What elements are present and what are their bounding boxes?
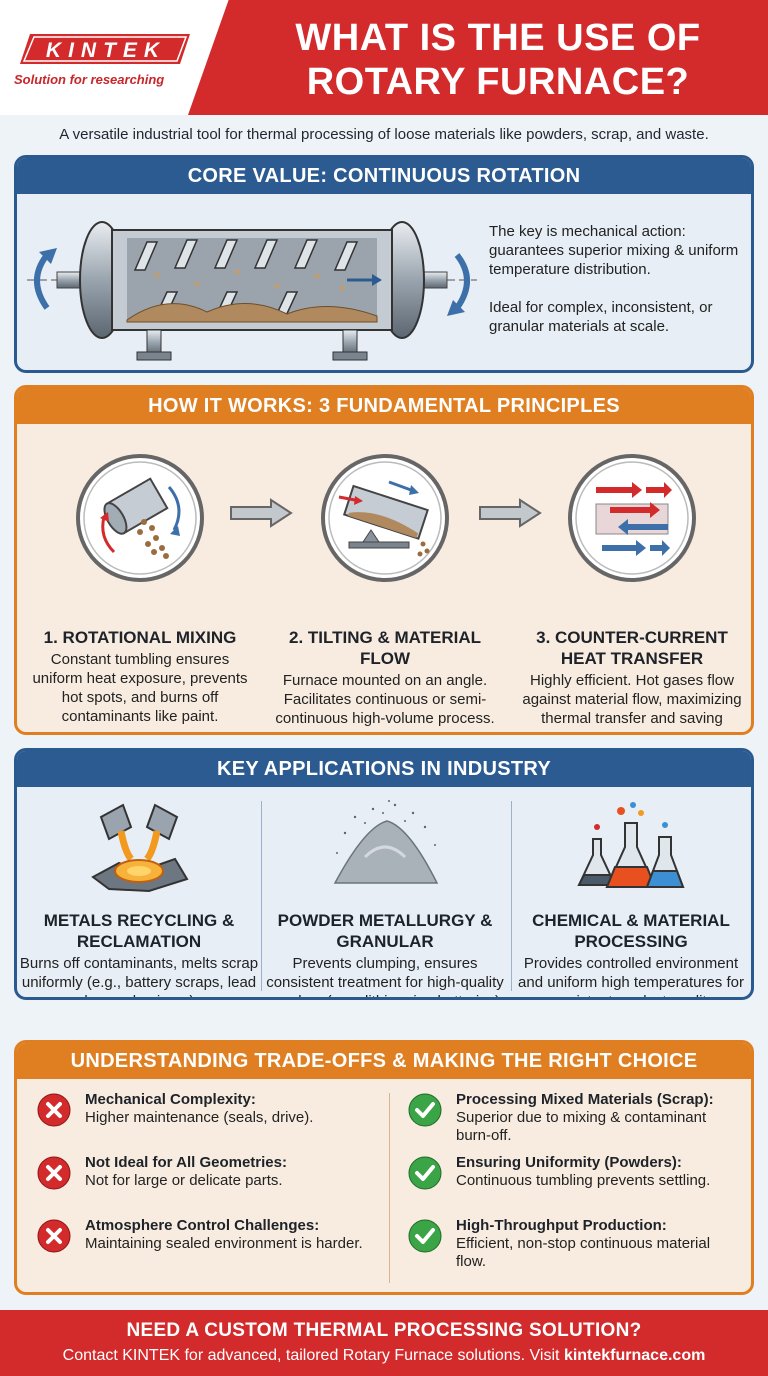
divider (261, 801, 262, 991)
con-item: Mechanical Complexity: Higher maintenanc… (29, 1091, 369, 1154)
app-title: CHEMICAL & MATERIAL PROCESSING (532, 911, 730, 951)
check-icon (408, 1156, 442, 1190)
step-tilting-material-flow: 2. TILTING & MATERIAL FLOW Furnace mount… (270, 428, 500, 728)
step-title: 1. ROTATIONAL MIXING (43, 628, 237, 647)
page-title: WHAT IS THE USE OF ROTARY FURNACE? (295, 17, 701, 103)
con-text: Not for large or delicate parts. (85, 1172, 283, 1189)
tilting-furnace-icon (321, 454, 449, 582)
footer-heading: NEED A CUSTOM THERMAL PROCESSING SOLUTIO… (126, 1320, 642, 1341)
divider (511, 801, 512, 991)
core-paragraph: Ideal for complex, inconsistent, or gran… (489, 299, 713, 335)
footer-text: Contact KINTEK for advanced, tailored Ro… (0, 1347, 768, 1365)
powder-pile-icon (333, 800, 439, 884)
rotational-mixing-icon (76, 454, 204, 582)
pro-text: Superior due to mixing & contaminant bur… (456, 1109, 707, 1144)
trade-offs-heading: UNDERSTANDING TRADE-OFFS & MAKING THE RI… (17, 1043, 751, 1079)
con-text: Higher maintenance (seals, drive). (85, 1109, 314, 1126)
core-value-heading: CORE VALUE: CONTINUOUS ROTATION (17, 158, 751, 194)
con-title: Not Ideal for All Geometries: (85, 1154, 287, 1171)
x-icon (37, 1156, 71, 1190)
pros-column: Processing Mixed Materials (Scrap): Supe… (400, 1091, 740, 1280)
con-text: Maintaining sealed environment is harder… (85, 1235, 363, 1252)
app-powder-metallurgy: POWDER METALLURGY & GRANULAR Prevents cl… (265, 791, 505, 997)
step-text: Highly efficient. Hot gases flow against… (522, 672, 742, 732)
pro-item: Processing Mixed Materials (Scrap): Supe… (400, 1091, 740, 1154)
con-item: Atmosphere Control Challenges: Maintaini… (29, 1217, 369, 1280)
pro-item: High-Throughput Production: Efficient, n… (400, 1217, 740, 1280)
applications-heading: KEY APPLICATIONS IN INDUSTRY (17, 751, 751, 787)
step-text: Constant tumbling ensures uniform heat e… (32, 651, 248, 725)
con-title: Atmosphere Control Challenges: (85, 1217, 320, 1234)
divider (389, 1093, 390, 1283)
con-title: Mechanical Complexity: (85, 1091, 256, 1108)
check-icon (408, 1219, 442, 1253)
rotary-furnace-illustration (27, 221, 477, 361)
core-paragraph: The key is mechanical action: guarantees… (489, 223, 739, 278)
app-metals-recycling: METALS RECYCLING & RECLAMATION Burns off… (19, 791, 259, 997)
step-text: Furnace mounted on an angle. Facilitates… (275, 672, 495, 727)
app-text: Provides controlled environment and unif… (518, 955, 744, 997)
intro-text: A versatile industrial tool for thermal … (59, 126, 709, 143)
step-counter-current-heat: 3. COUNTER-CURRENT HEAT TRANSFER Highly … (517, 428, 747, 732)
app-title: POWDER METALLURGY & GRANULAR (277, 911, 493, 951)
pro-title: High-Throughput Production: (456, 1217, 667, 1234)
how-it-works-panel: HOW IT WORKS: 3 FUNDAMENTAL PRINCIPLES 1… (14, 385, 754, 735)
app-chemical-processing: CHEMICAL & MATERIAL PROCESSING Provides … (511, 791, 751, 997)
check-icon (408, 1093, 442, 1127)
brand-tagline: Solution for researching (14, 72, 165, 87)
app-title: METALS RECYCLING & RECLAMATION (43, 911, 235, 951)
pro-text: Efficient, non-stop continuous material … (456, 1235, 711, 1270)
header: KINTEK Solution for researching WHAT IS … (0, 0, 768, 115)
con-item: Not Ideal for All Geometries: Not for la… (29, 1154, 369, 1217)
core-value-panel: CORE VALUE: CONTINUOUS ROTATION (14, 155, 754, 373)
lab-flasks-icon (577, 802, 685, 888)
pro-text: Continuous tumbling prevents settling. (456, 1172, 711, 1189)
step-title: 2. TILTING & MATERIAL FLOW (288, 628, 482, 668)
cons-column: Mechanical Complexity: Higher maintenanc… (29, 1091, 369, 1280)
how-it-works-heading: HOW IT WORKS: 3 FUNDAMENTAL PRINCIPLES (17, 388, 751, 424)
counter-current-heat-icon (568, 454, 696, 582)
logo-text: KINTEK (46, 39, 166, 62)
header-title-band (188, 0, 768, 115)
kintek-logo[interactable]: KINTEK (20, 34, 190, 64)
applications-panel: KEY APPLICATIONS IN INDUSTRY METALS RECY… (14, 748, 754, 1000)
app-text: Prevents clumping, ensures consistent tr… (266, 955, 504, 997)
arrow-right-icon (479, 498, 542, 528)
step-title: 3. COUNTER-CURRENT HEAT TRANSFER (536, 628, 728, 668)
step-rotational-mixing: 1. ROTATIONAL MIXING Constant tumbling e… (25, 428, 255, 726)
footer-cta: NEED A CUSTOM THERMAL PROCESSING SOLUTIO… (0, 1310, 768, 1376)
footer-message: Contact KINTEK for advanced, tailored Ro… (62, 1347, 564, 1364)
website-link[interactable]: kintekfurnace.com (563, 1347, 706, 1364)
molten-metal-icon (91, 803, 189, 893)
app-text: Burns off contaminants, melts scrap unif… (19, 955, 259, 997)
x-icon (37, 1093, 71, 1127)
arrow-right-icon (230, 498, 293, 528)
core-value-text: The key is mechanical action: guarantees… (489, 222, 749, 355)
pro-title: Processing Mixed Materials (Scrap): (456, 1091, 714, 1108)
trade-offs-panel: UNDERSTANDING TRADE-OFFS & MAKING THE RI… (14, 1040, 754, 1295)
pro-item: Ensuring Uniformity (Powders): Continuou… (400, 1154, 740, 1217)
x-icon (37, 1219, 71, 1253)
pro-title: Ensuring Uniformity (Powders): (456, 1154, 682, 1171)
